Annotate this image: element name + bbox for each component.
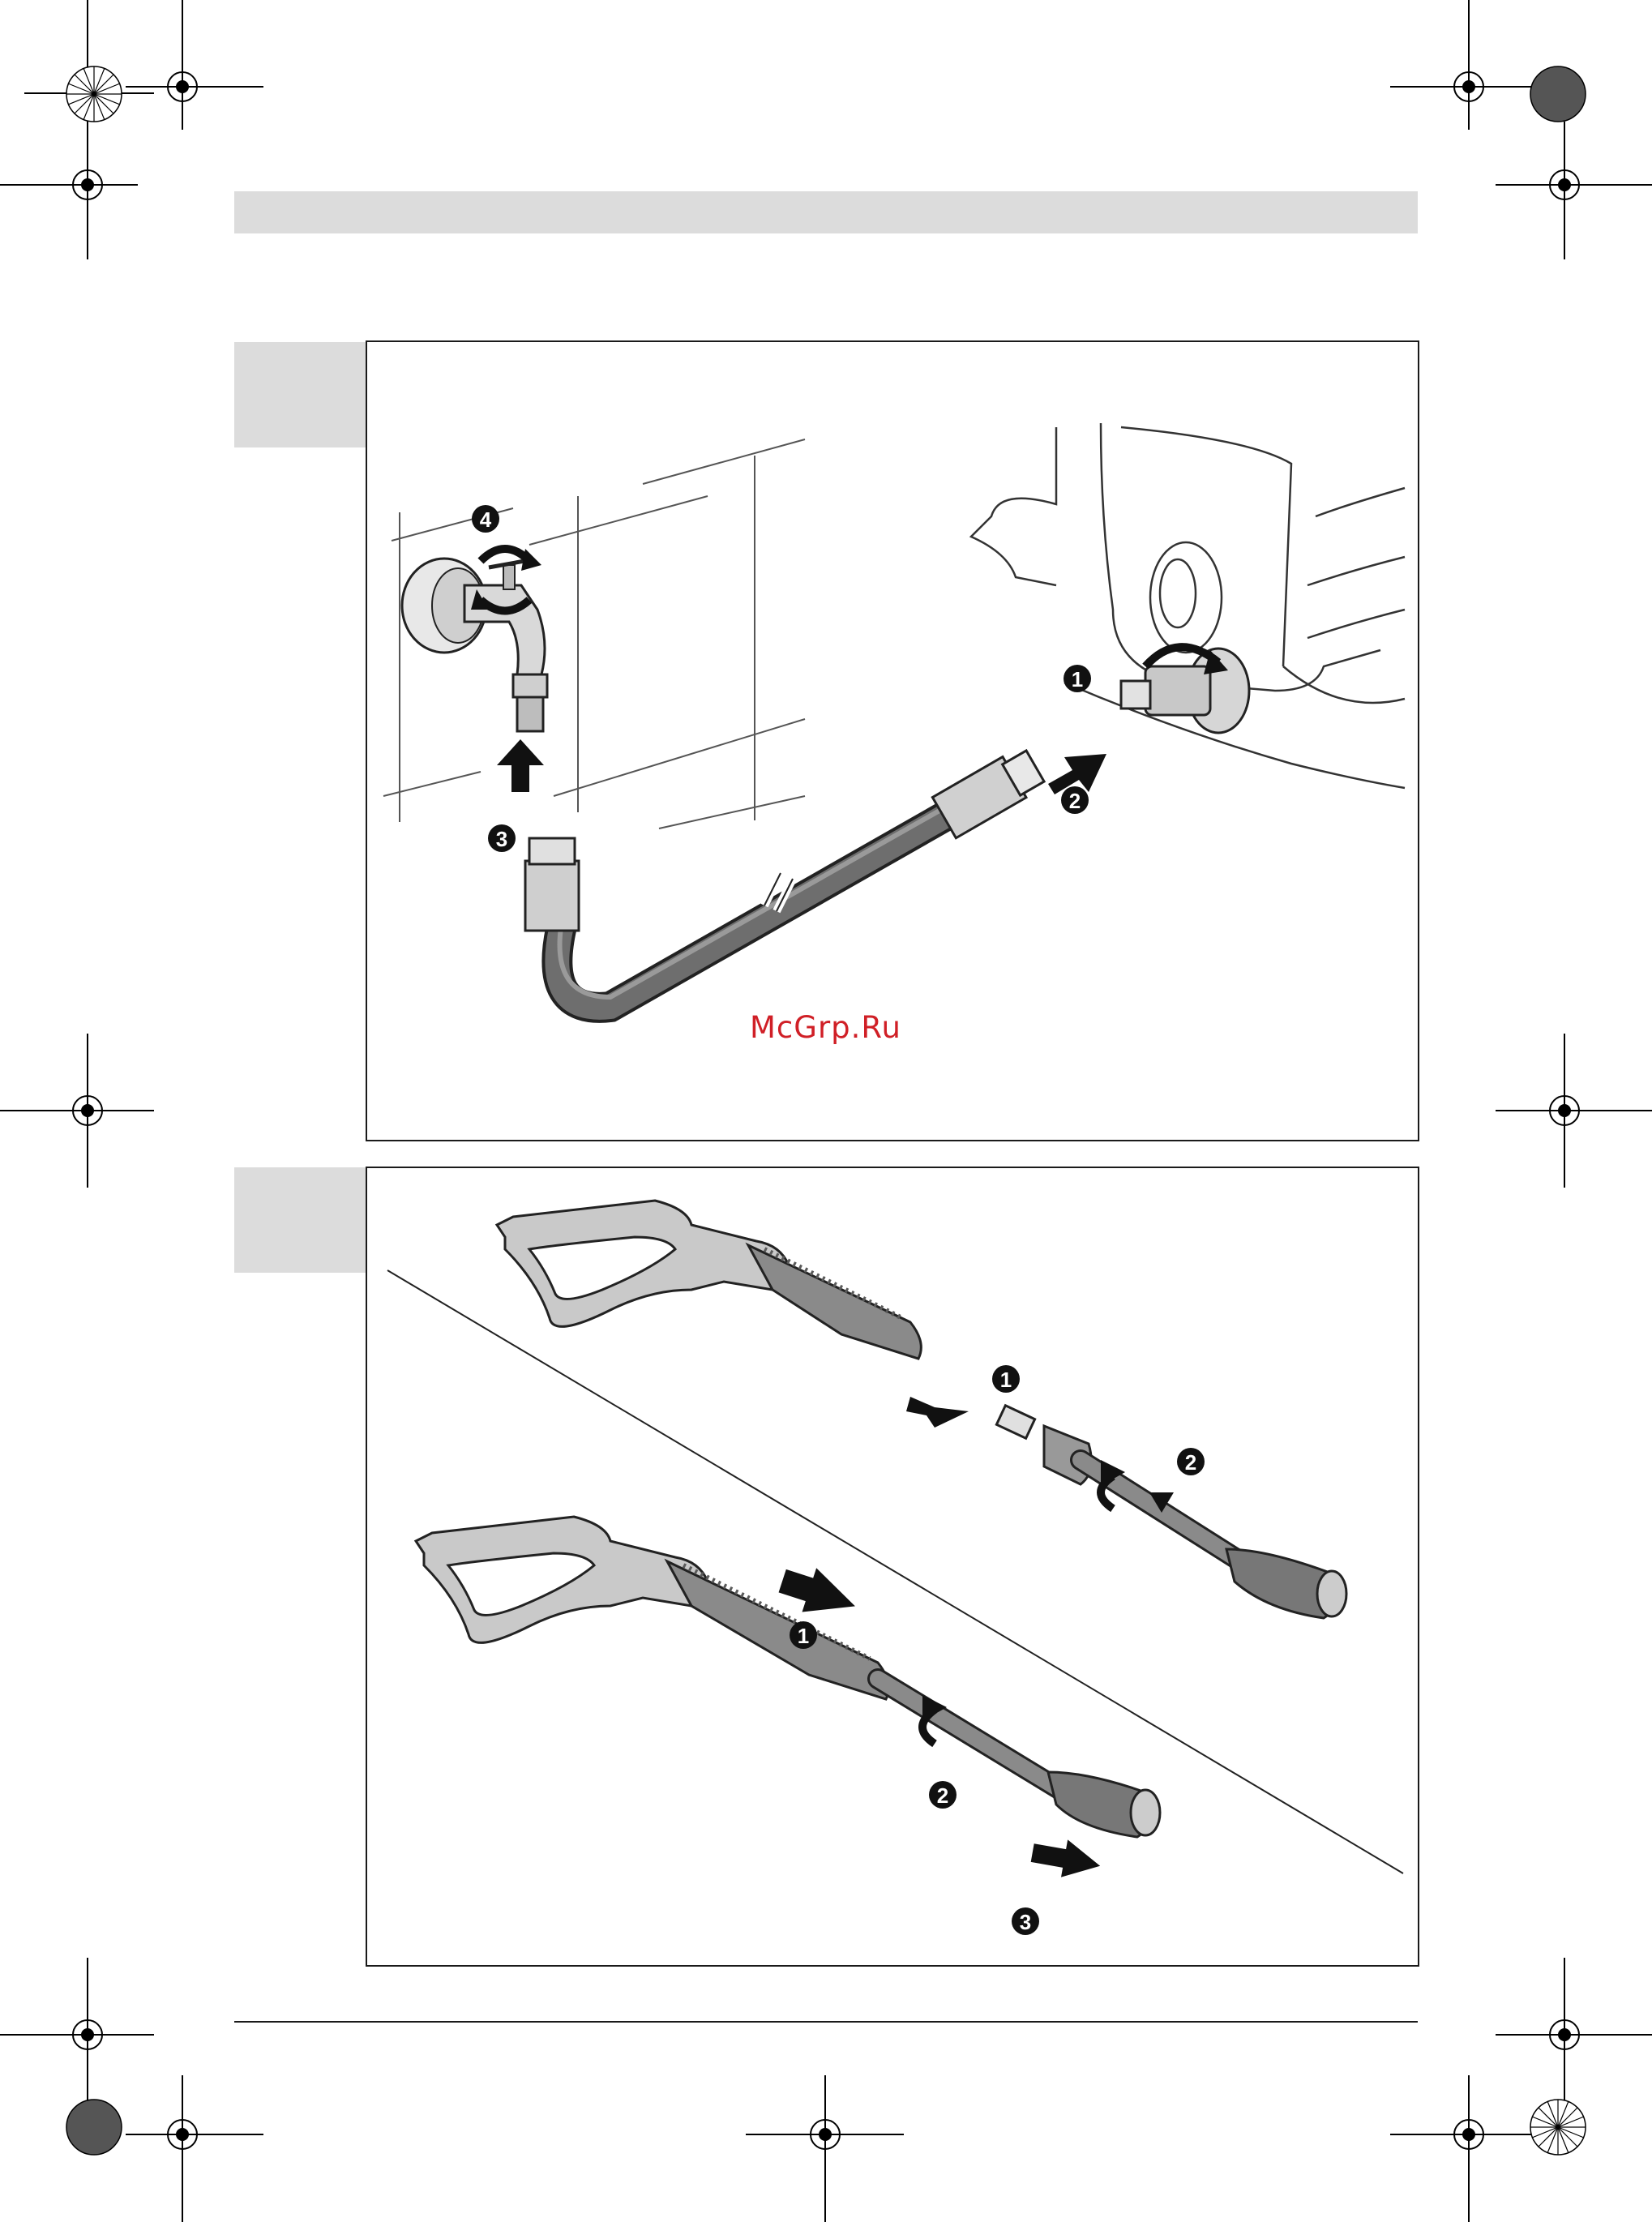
- step-marker-2: 2: [929, 1781, 957, 1809]
- step-marker-1: 1: [1064, 665, 1091, 692]
- step-marker-2: 2: [1061, 786, 1089, 814]
- hose-icon: [525, 745, 1046, 1008]
- svg-text:2: 2: [1069, 789, 1081, 813]
- spray-lance-icon: [878, 1679, 1160, 1837]
- washer-inlet-connector: [1121, 647, 1249, 733]
- svg-text:3: 3: [1020, 1910, 1031, 1934]
- footer-rule: [234, 2021, 1418, 2023]
- svg-text:4: 4: [480, 507, 492, 532]
- svg-text:3: 3: [496, 827, 507, 851]
- figure-2-panel: 1 2 1 2 3: [366, 1167, 1419, 1967]
- arrow-right-icon: [1029, 1834, 1104, 1883]
- step-marker-3: 3: [1012, 1907, 1039, 1935]
- svg-text:1: 1: [1000, 1368, 1012, 1392]
- step-marker-4: 4: [472, 505, 499, 533]
- arrow-left-icon: [906, 1397, 969, 1428]
- step-marker-2: 2: [1177, 1448, 1205, 1475]
- svg-text:1: 1: [798, 1624, 809, 1648]
- svg-text:2: 2: [1185, 1450, 1196, 1475]
- svg-text:1: 1: [1072, 667, 1083, 691]
- arrow-up-icon: [497, 739, 544, 792]
- step-marker-1: 1: [992, 1365, 1020, 1393]
- step-marker-1: 1: [790, 1621, 817, 1649]
- figure-2-tab: [234, 1167, 367, 1273]
- figure-1-panel: 4 3 1 2 McGrp.Ru: [366, 340, 1419, 1141]
- figure-1-tab: [234, 342, 367, 447]
- spray-lance-icon: [996, 1406, 1346, 1618]
- step-marker-3: 3: [488, 824, 516, 852]
- water-tap-icon: [402, 549, 547, 731]
- pressure-washer-inlet-icon: [971, 423, 1405, 788]
- svg-text:2: 2: [937, 1783, 948, 1808]
- figure-2-illustration: 1 2 1 2 3: [367, 1168, 1421, 1968]
- trigger-gun-icon: [497, 1201, 921, 1359]
- watermark: McGrp.Ru: [750, 1010, 901, 1045]
